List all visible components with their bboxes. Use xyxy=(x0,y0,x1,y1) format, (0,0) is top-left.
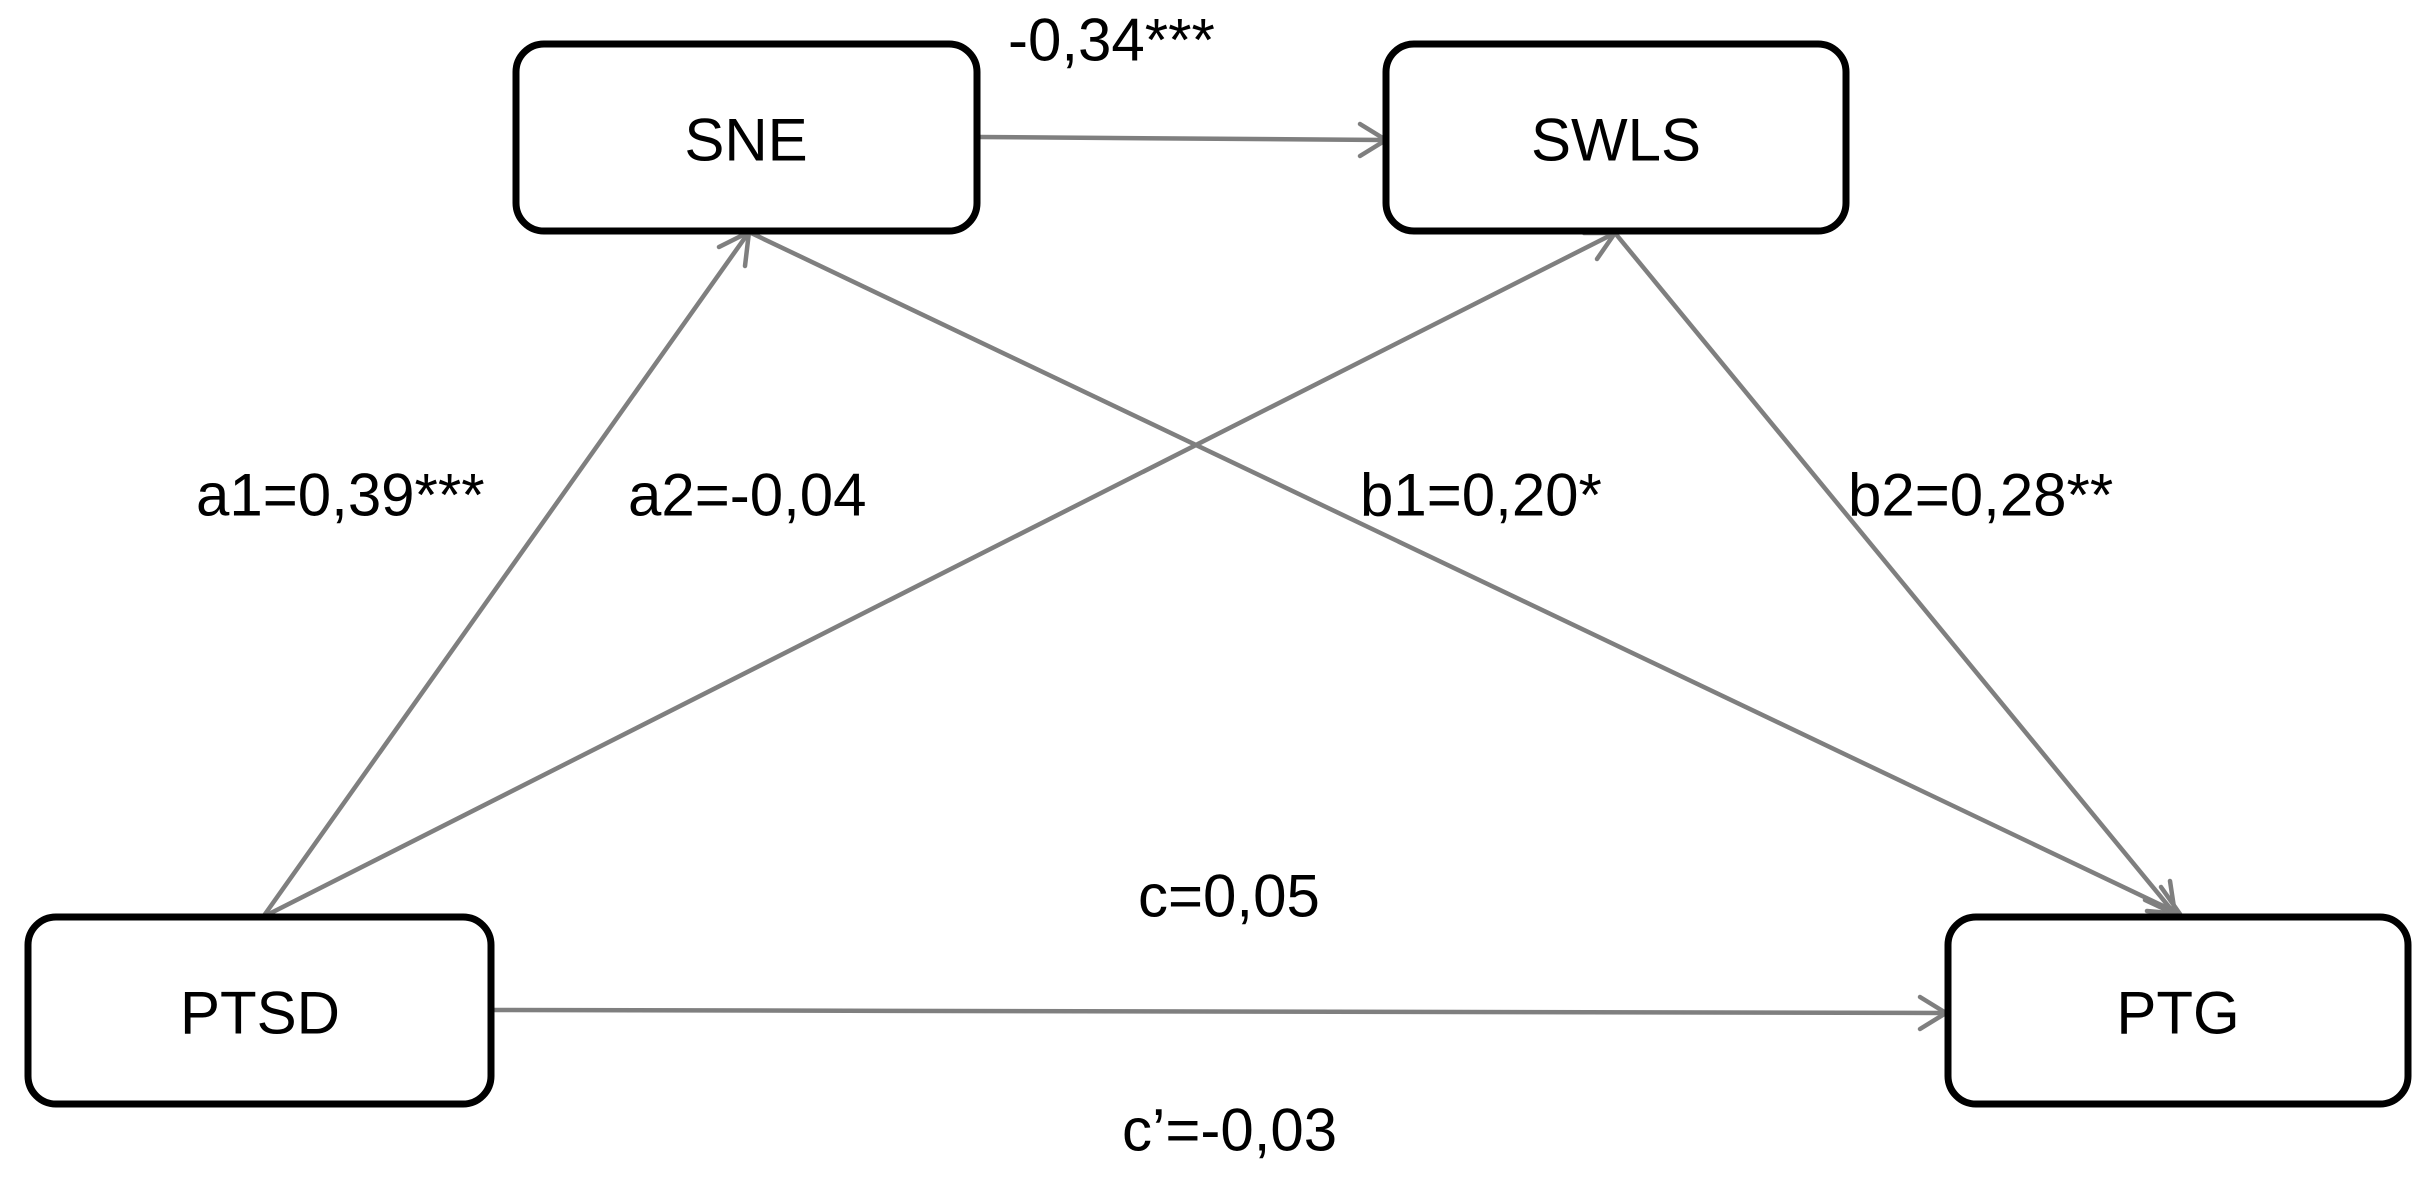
node-sne-label: SNE xyxy=(684,107,807,174)
label-ptsd-to-ptg-direct: c’=-0,03 xyxy=(1122,1097,1337,1164)
edge-sne-to-swls xyxy=(977,121,1389,159)
node-sne: SNE xyxy=(512,40,981,235)
label-ptsd-to-swls: a2=-0,04 xyxy=(628,462,867,529)
node-ptg: PTG xyxy=(1944,913,2412,1108)
label-ptsd-to-sne: a1=0,39*** xyxy=(196,462,485,529)
node-swls-label: SWLS xyxy=(1531,107,1701,174)
node-ptg-label: PTG xyxy=(2116,980,2239,1047)
node-swls: SWLS xyxy=(1382,40,1850,235)
edge-sne-to-ptg xyxy=(748,229,2183,917)
edge-ptsd-to-sne xyxy=(261,229,752,919)
label-ptsd-to-ptg-total: c=0,05 xyxy=(1138,863,1320,930)
edge-ptsd-to-ptg xyxy=(493,994,1949,1032)
label-sne-to-swls: -0,34*** xyxy=(1008,7,1215,74)
node-ptsd: PTSD xyxy=(24,913,495,1108)
label-swls-to-ptg: b2=0,28** xyxy=(1848,462,2113,529)
edge-ptsd-to-swls xyxy=(261,230,1618,920)
label-sne-to-ptg: b1=0,20* xyxy=(1360,462,1602,529)
edge-swls-to-ptg xyxy=(1613,231,2178,917)
node-ptsd-label: PTSD xyxy=(180,980,340,1047)
